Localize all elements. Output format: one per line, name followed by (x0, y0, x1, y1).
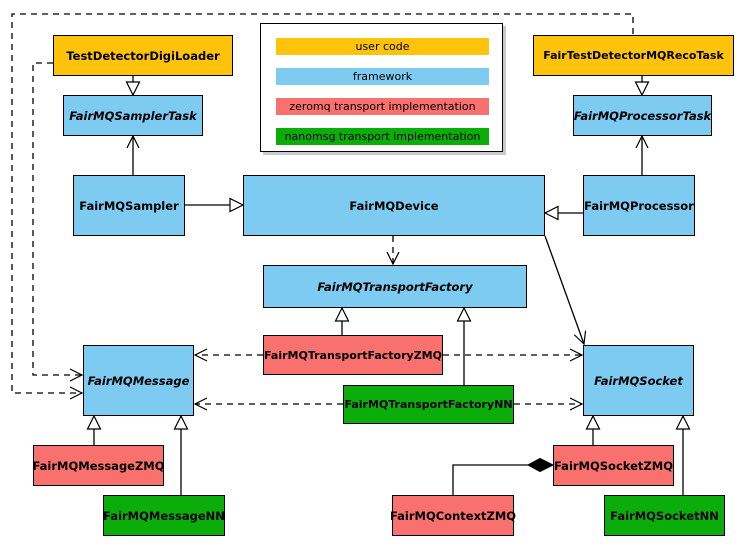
node-test-detector-digi-loader: TestDetectorDigiLoader (53, 35, 233, 76)
legend: user code framework zeromq transport imp… (260, 23, 503, 152)
edge-device-socket (544, 235, 587, 346)
legend-label-zeromq: zeromq transport implementation (289, 100, 476, 113)
edge-recotask-message (11, 13, 634, 400)
edge-digiloader-message (32, 62, 84, 382)
node-fairmq-socket-zmq: FairMQSocketZMQ (553, 445, 674, 486)
legend-item-nanomsg: nanomsg transport implementation (276, 128, 489, 145)
legend-label-user-code: user code (355, 40, 410, 53)
node-fairmq-processor: FairMQProcessor (583, 175, 695, 236)
node-fairmq-message-nn: FairMQMessageNN (103, 495, 225, 536)
node-fairmq-processor-task: FairMQProcessorTask (573, 95, 712, 136)
composition-diamond-icon (526, 457, 555, 473)
node-fairmq-context-zmq: FairMQContextZMQ (390, 495, 516, 536)
node-fair-test-detector-mq-reco-task: FairTestDetectorMQRecoTask (533, 35, 734, 76)
legend-item-user-code: user code (276, 38, 489, 55)
legend-item-framework: framework (276, 68, 489, 85)
node-fairmq-device: FairMQDevice (243, 175, 545, 236)
node-fairmq-socket-nn: FairMQSocketNN (604, 495, 725, 536)
legend-item-zeromq: zeromq transport implementation (276, 98, 489, 115)
node-fairmq-message: FairMQMessage (83, 345, 194, 416)
node-fairmq-transport-factory-zmq: FairMQTransportFactoryZMQ (263, 335, 443, 375)
node-fairmq-sampler-task: FairMQSamplerTask (63, 95, 203, 136)
node-fairmq-socket: FairMQSocket (583, 345, 694, 416)
edge-contextzmq-socketzmq (452, 464, 528, 495)
node-fairmq-transport-factory-nn: FairMQTransportFactoryNN (343, 385, 514, 424)
node-fairmq-transport-factory: FairMQTransportFactory (263, 265, 527, 308)
node-fairmq-sampler: FairMQSampler (73, 175, 185, 236)
legend-label-nanomsg: nanomsg transport implementation (284, 130, 481, 143)
node-fairmq-message-zmq: FairMQMessageZMQ (32, 445, 165, 486)
legend-label-framework: framework (352, 70, 413, 83)
